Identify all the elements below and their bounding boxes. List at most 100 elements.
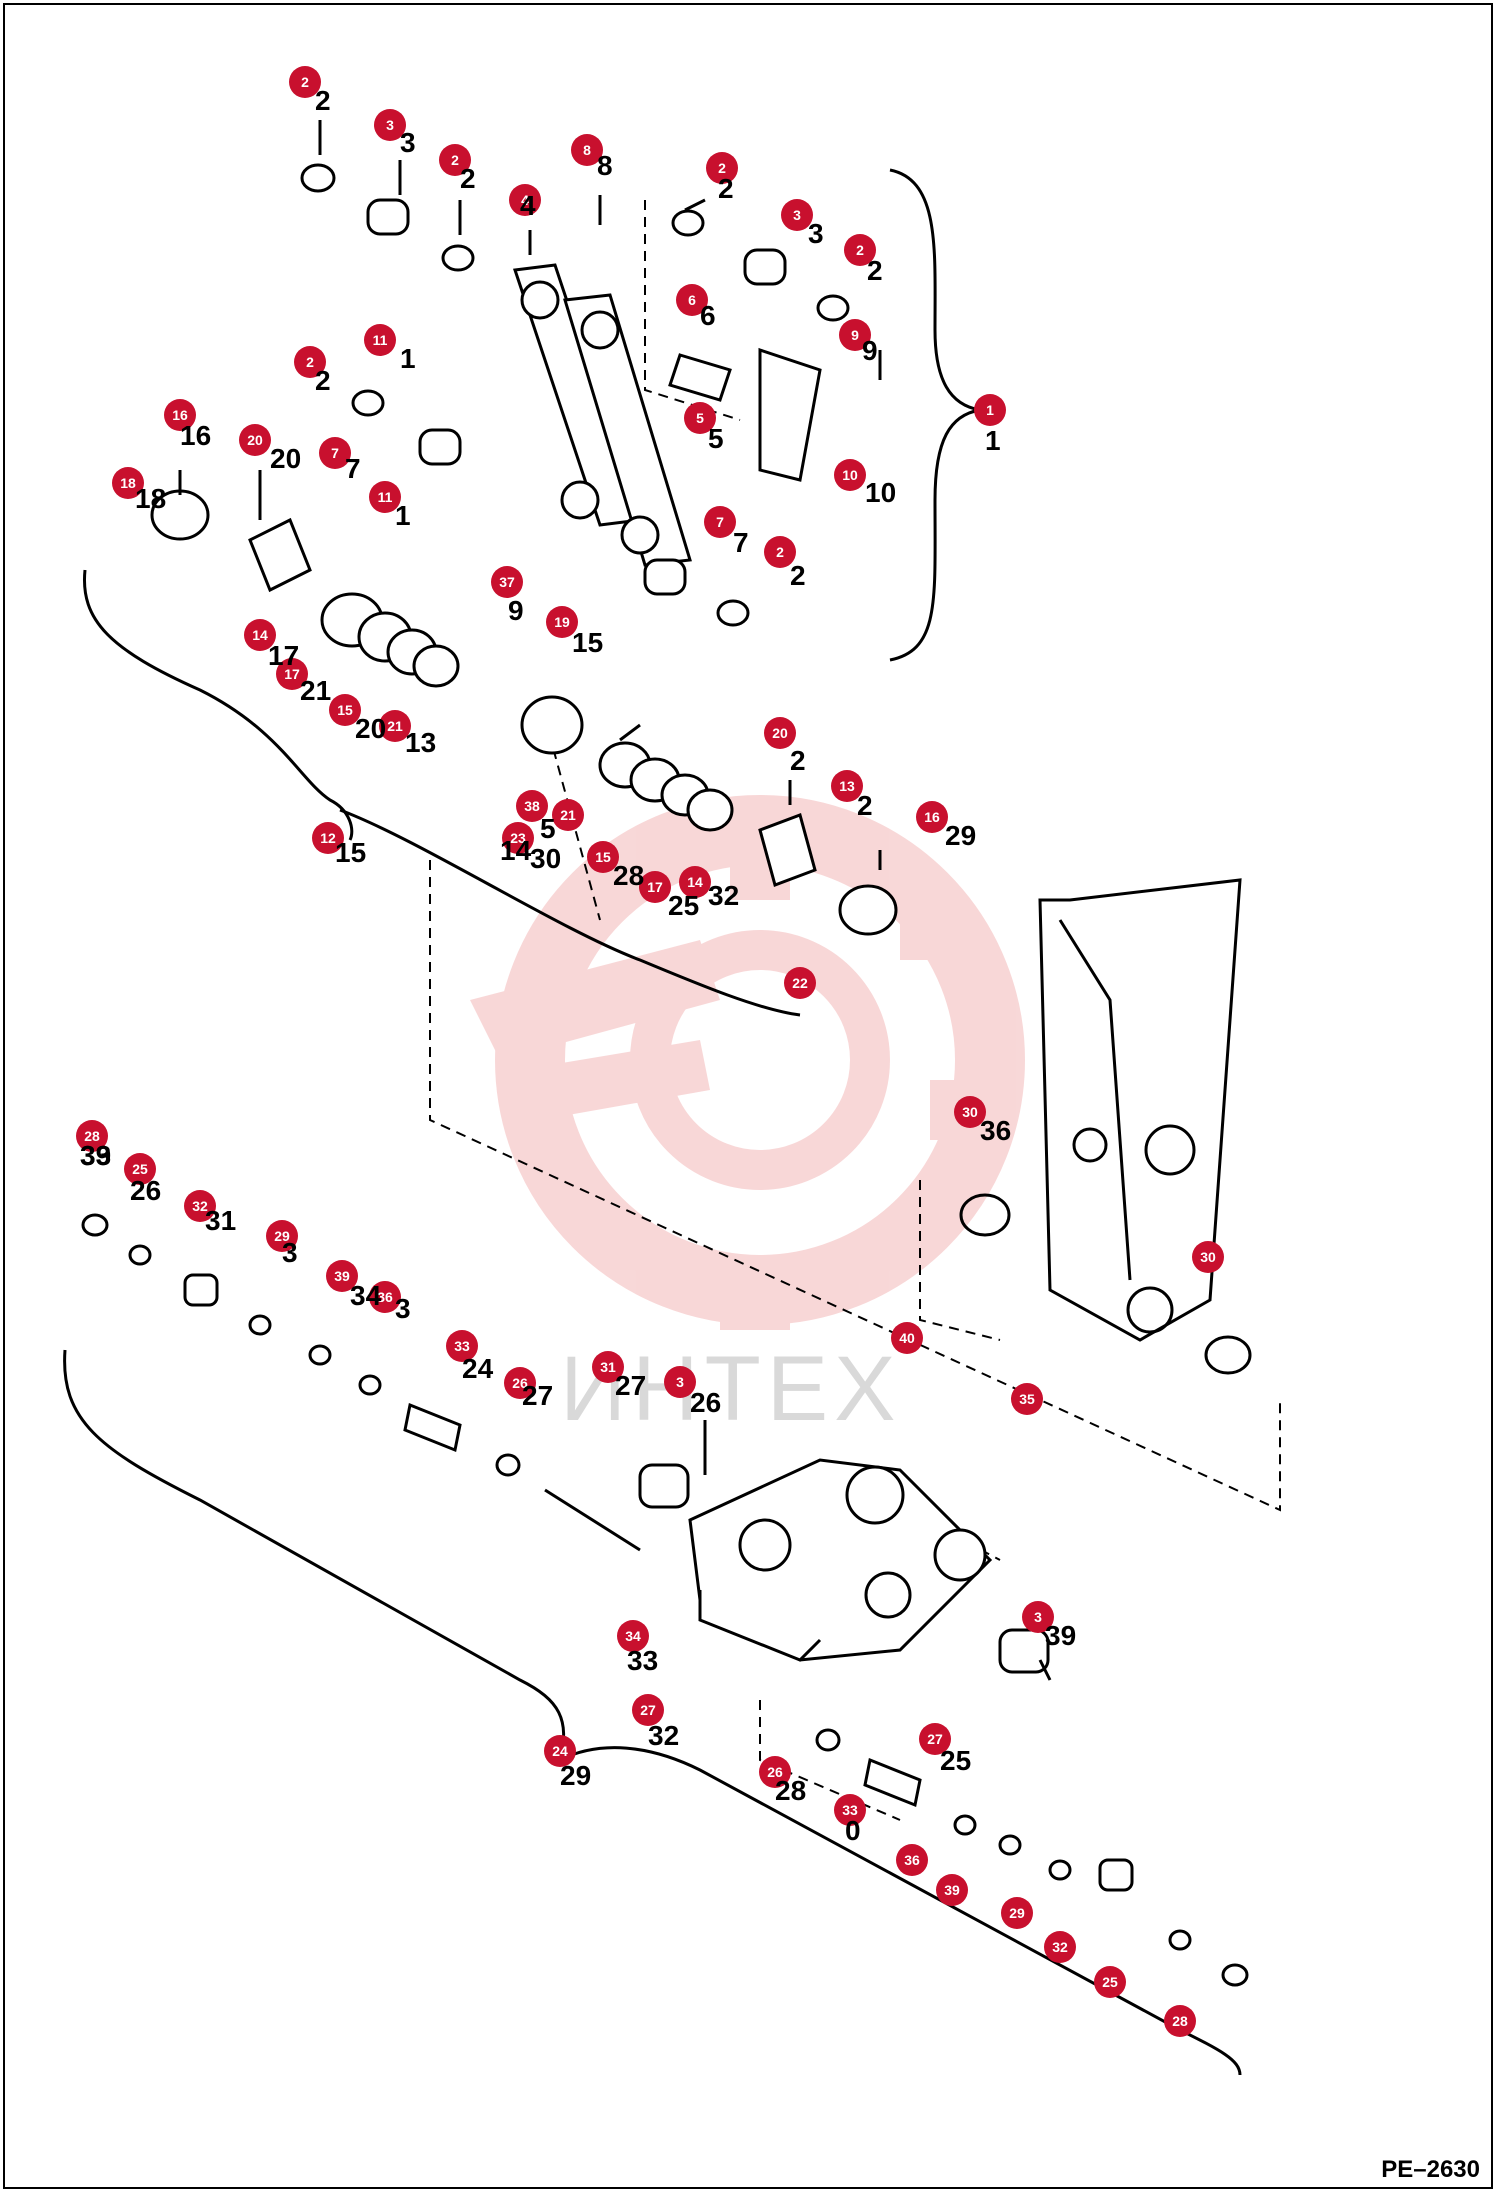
- callout-number: 17: [647, 879, 663, 895]
- callout-number: 29: [1009, 1905, 1025, 1921]
- callout-29: 29: [1001, 1897, 1033, 1929]
- callout-32: 32: [184, 1190, 216, 1222]
- callout-number: 18: [120, 475, 136, 491]
- callout-number: 11: [373, 332, 388, 348]
- callout-circle: [1022, 1601, 1054, 1633]
- callout-number: 2: [856, 242, 864, 258]
- callout-number: 29: [274, 1228, 290, 1244]
- callout-25: 25: [1094, 1966, 1126, 1998]
- callout-number: 26: [512, 1375, 528, 1391]
- callout-circle: [896, 1844, 928, 1876]
- callout-21: 21: [552, 799, 584, 831]
- callout-number: 5: [696, 410, 704, 426]
- callout-number: 22: [792, 975, 808, 991]
- callout-circle: [364, 324, 396, 356]
- callout-11: 11: [364, 324, 396, 356]
- callout-number: 40: [899, 1330, 915, 1346]
- part-label: 28: [613, 860, 644, 891]
- callout-3: 3: [664, 1366, 696, 1398]
- part-label: 9: [862, 335, 878, 366]
- part-label: 29: [945, 820, 976, 851]
- callout-circle: [834, 1794, 866, 1826]
- callout-circle: [552, 799, 584, 831]
- callout-34: 34: [617, 1620, 649, 1652]
- part-label: 34: [350, 1280, 382, 1311]
- callout-11: 11: [369, 481, 401, 513]
- callout-3: 3: [374, 109, 406, 141]
- callout-number: 2: [301, 74, 309, 90]
- callout-circle: [781, 199, 813, 231]
- callout-number: 3: [1034, 1609, 1042, 1625]
- callout-leaders: [178, 120, 1052, 1681]
- callout-16: 16: [916, 801, 948, 833]
- callout-number: 33: [842, 1802, 858, 1818]
- arm-structure: [959, 878, 1252, 1375]
- callout-2: 2: [289, 66, 321, 98]
- callout-3: 3: [1022, 1601, 1054, 1633]
- part-label: 2: [790, 560, 806, 591]
- callout-2: 2: [844, 234, 876, 266]
- part-label: 25: [940, 1745, 971, 1776]
- callout-2: 2: [294, 346, 326, 378]
- part-label: 2: [790, 745, 806, 776]
- callout-circle: [502, 822, 534, 854]
- callout-number: 9: [851, 327, 859, 343]
- callout-19: 19: [546, 606, 578, 638]
- callout-number: 2: [718, 160, 726, 176]
- callout-20: 20: [239, 424, 271, 456]
- callout-1: 1: [974, 394, 1006, 426]
- callout-circle: [1001, 1897, 1033, 1929]
- callout-circle: [936, 1874, 968, 1906]
- callout-10: 10: [834, 459, 866, 491]
- part-label: 25: [668, 890, 699, 921]
- callout-circle: [294, 346, 326, 378]
- callout-circle: [684, 402, 716, 434]
- callout-circle: [1094, 1966, 1126, 1998]
- callout-number: 21: [560, 807, 576, 823]
- callout-40: 40: [891, 1322, 923, 1354]
- callout-circle: [112, 467, 144, 499]
- callout-number: 19: [554, 614, 570, 630]
- callout-number: 1: [986, 402, 994, 418]
- part-label: 1: [985, 425, 1001, 456]
- part-label: 33: [80, 1140, 111, 1171]
- callout-number: 34: [625, 1628, 641, 1644]
- callout-circle: [369, 481, 401, 513]
- callout-16: 16: [164, 399, 196, 431]
- callout-circle: [764, 717, 796, 749]
- callout-number: 15: [337, 702, 353, 718]
- callout-20: 20: [764, 717, 796, 749]
- callout-23: 23: [502, 822, 534, 854]
- callout-2: 2: [439, 144, 471, 176]
- callout-circle: [439, 144, 471, 176]
- callout-17: 17: [276, 658, 308, 690]
- callout-circle: [374, 109, 406, 141]
- callout-number: 38: [524, 798, 540, 814]
- callout-30: 30: [954, 1096, 986, 1128]
- callout-number: 4: [521, 192, 529, 208]
- lower-coupler: [81, 1213, 1249, 1987]
- callout-4: 4: [509, 184, 541, 216]
- part-label: 5: [540, 813, 556, 844]
- callout-circle: [704, 506, 736, 538]
- callout-35: 35: [1011, 1383, 1043, 1415]
- callout-circle: [664, 1366, 696, 1398]
- callout-circle: [571, 134, 603, 166]
- callout-3: 3: [781, 199, 813, 231]
- part-label: 10: [865, 477, 896, 508]
- part-label: 39: [1045, 1620, 1076, 1651]
- callout-28: 28: [76, 1120, 108, 1152]
- callout-number: 27: [640, 1702, 656, 1718]
- callout-number: 11: [378, 489, 393, 505]
- part-label: 0: [845, 1815, 861, 1846]
- callout-17: 17: [639, 871, 671, 903]
- callout-6: 6: [676, 284, 708, 316]
- part-label: 1: [400, 343, 416, 374]
- callout-circle: [276, 658, 308, 690]
- part-label: 15: [572, 627, 603, 658]
- part-label: 3: [808, 218, 824, 249]
- callout-36: 36: [369, 1281, 401, 1313]
- callout-circle: [329, 694, 361, 726]
- callout-number: 7: [331, 445, 339, 461]
- part-label: 26: [690, 1387, 721, 1418]
